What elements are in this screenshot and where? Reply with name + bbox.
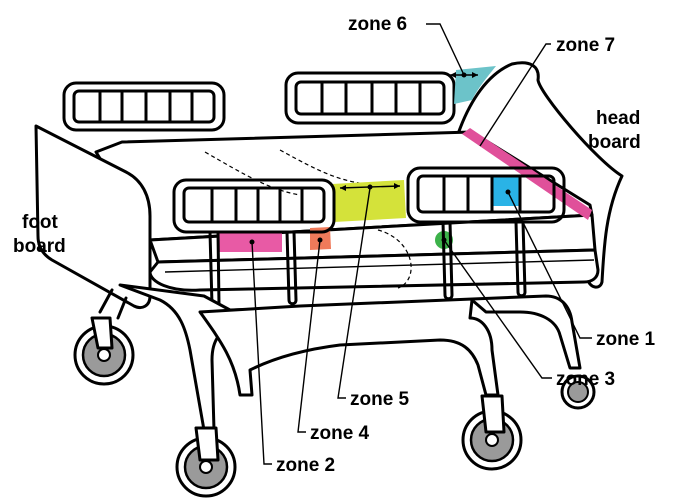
- foot-board: [34, 124, 152, 310]
- foot-board-label-line1: foot: [22, 212, 59, 233]
- back-right-side-rail: [284, 71, 456, 125]
- zone7-label: zone 7: [556, 35, 615, 56]
- caster-wheel-front-right: [461, 394, 523, 471]
- head-board-label-line1: head: [596, 108, 640, 129]
- bed-base-frame: [98, 283, 582, 432]
- bed-frame-rail: [148, 248, 600, 292]
- zone5-label: zone 5: [350, 389, 410, 410]
- zone6-label: zone 6: [348, 14, 407, 35]
- caster-wheel-front-left: [175, 426, 237, 498]
- zone7-area: [462, 128, 592, 220]
- zone4-label: zone 4: [310, 423, 370, 444]
- head-board-label-line2: board: [588, 132, 641, 153]
- zone5-width-arrow: [339, 183, 401, 191]
- leader-lines: [249, 23, 592, 465]
- caster-wheel-back-right: [560, 374, 596, 410]
- caster-wheel-back-left: [73, 316, 135, 386]
- back-left-side-rail: [62, 81, 226, 132]
- zone1-label: zone 1: [596, 329, 656, 350]
- zone3-label: zone 3: [556, 369, 615, 390]
- mattress-section-divider: [377, 229, 412, 289]
- foot-board-label-line2: board: [13, 236, 66, 257]
- zone2-label: zone 2: [276, 455, 335, 476]
- zone5-area: [332, 180, 406, 222]
